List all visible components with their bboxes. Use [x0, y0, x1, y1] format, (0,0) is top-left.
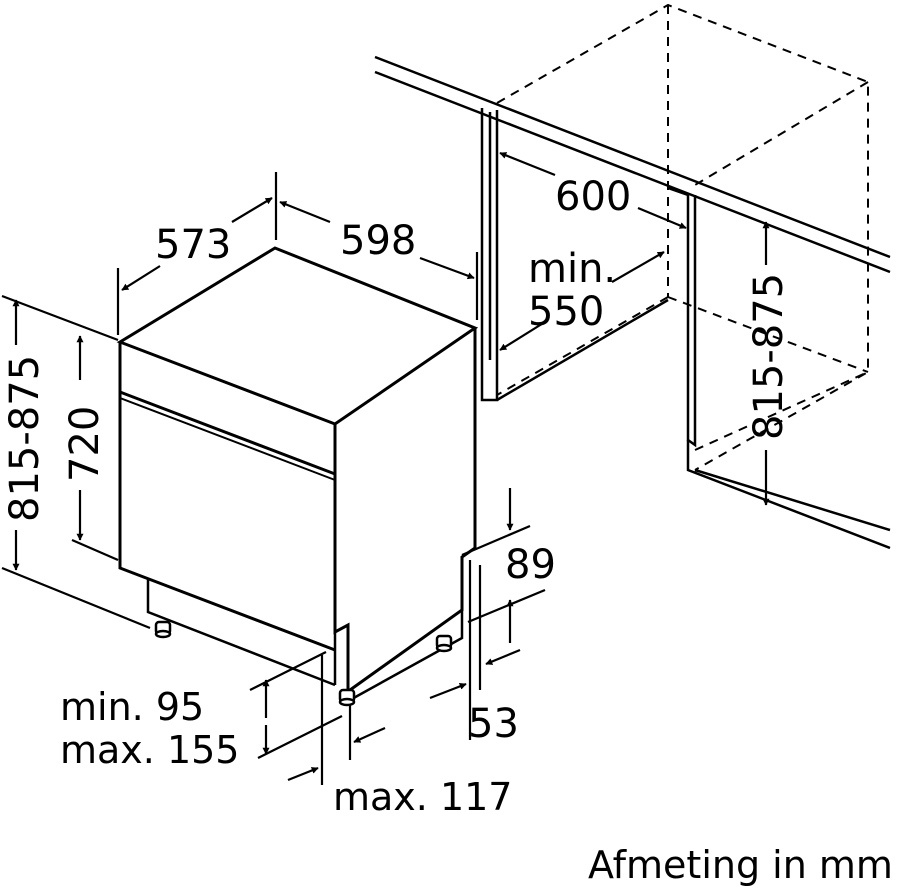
label-plinth-height-min: min. 95 — [60, 685, 204, 729]
label-total-height: 815-875 — [2, 355, 48, 522]
dishwasher-body — [116, 246, 479, 702]
label-plinth-top: 89 — [505, 542, 556, 588]
label-plinth-height-max: max. 155 — [60, 728, 239, 772]
countertop — [374, 55, 891, 274]
dim-plinth-depth — [287, 655, 386, 785]
label-plinth-depth: max. 117 — [333, 775, 512, 819]
label-body-height: 720 — [62, 406, 108, 482]
label-plinth-bottom: 53 — [468, 701, 519, 747]
niche-cabinet — [374, 3, 891, 550]
niche-dashed-outline — [496, 3, 869, 471]
dishwasher-feet — [154, 620, 453, 707]
dim-body-height — [71, 335, 119, 562]
dim-niche-width — [499, 151, 687, 230]
dim-plinth-height — [249, 651, 343, 759]
label-niche-width: 600 — [555, 174, 631, 220]
dim-niche-depth — [499, 251, 665, 351]
label-width: 598 — [340, 218, 416, 264]
caption-units: Afmeting in mm — [588, 843, 893, 887]
label-niche-depth-2: 550 — [528, 289, 604, 335]
niche-left-panel — [480, 108, 499, 402]
dim-total-height — [1, 294, 151, 630]
dim-width — [279, 200, 479, 320]
dim-depth — [116, 172, 278, 335]
label-niche-depth-1: min. — [528, 246, 616, 292]
label-depth: 573 — [155, 222, 231, 268]
label-niche-height: 815-875 — [746, 273, 792, 440]
niche-right-panel — [686, 195, 697, 448]
dim-plinth-offsets — [429, 488, 546, 740]
